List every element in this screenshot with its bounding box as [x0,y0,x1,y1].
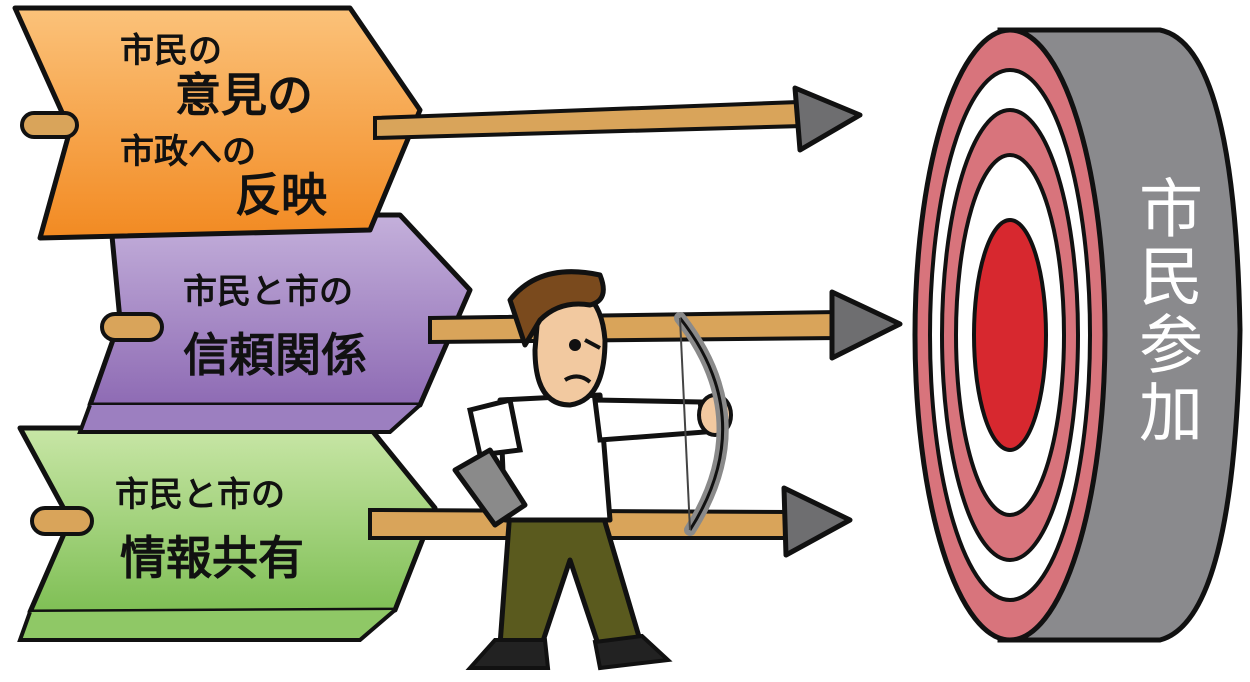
archer-figure [452,269,733,671]
orange-arrow-line-3: 市政への [120,132,256,172]
purple-arrow-fletching [77,212,473,434]
purple-arrow-line-2: 信頼関係 [183,328,367,382]
target-board [912,27,1243,643]
green-arrow-line-1: 市民と市の [115,475,285,515]
green-arrow-line-2: 情報共有 [120,531,304,585]
orange-arrow-line-2: 意見の [175,68,313,122]
orange-arrow-shaft [20,85,863,153]
target-label: 市民参加 [1128,175,1202,447]
purple-arrow-line-1: 市民と市の [183,272,353,312]
orange-arrow-line-4: 反映 [235,168,327,222]
orange-arrow-line-1: 市民の [120,31,222,71]
